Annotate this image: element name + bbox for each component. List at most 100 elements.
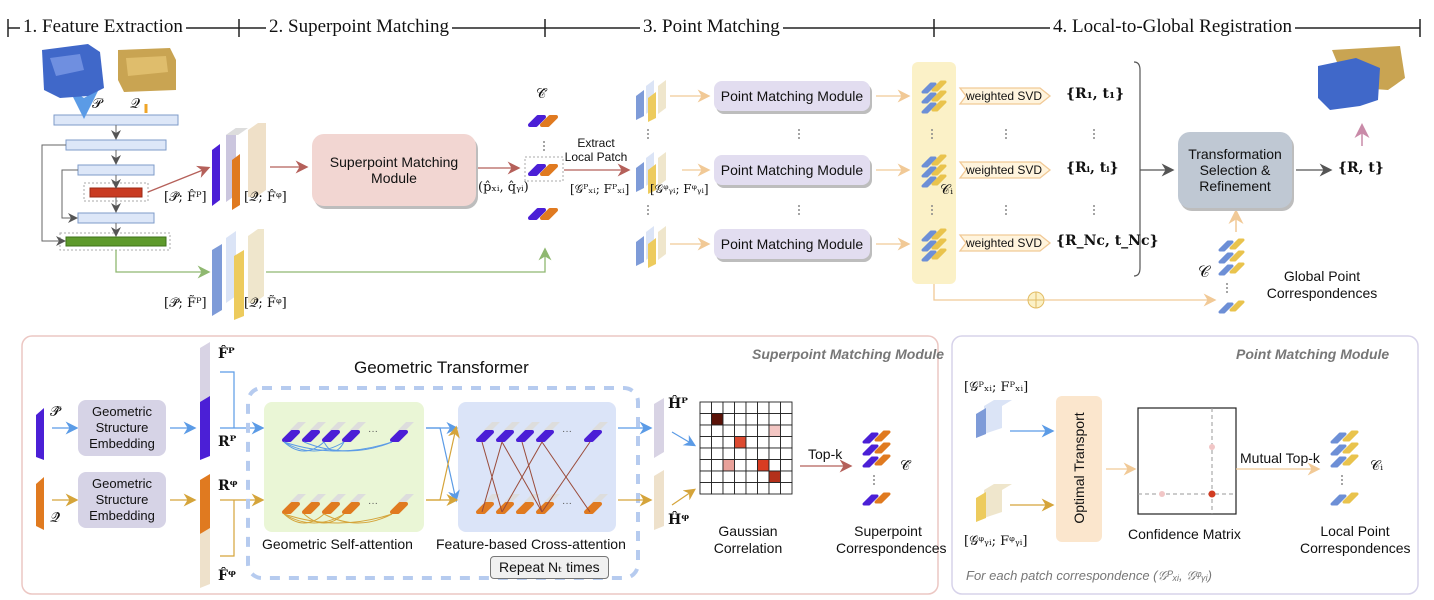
grid-cell <box>734 424 747 437</box>
grid-cell <box>745 482 758 495</box>
grid-cell <box>780 413 793 426</box>
grid-cell <box>711 401 724 414</box>
global-corr-symbol: 𝒞 <box>1198 262 1210 281</box>
svd-arrows <box>958 87 1052 252</box>
confidence-matrix <box>1137 407 1237 515</box>
token <box>390 494 414 514</box>
grid-cell <box>780 482 793 495</box>
grid-cell <box>722 413 735 426</box>
global-corr-label: Global Point Correspondences <box>1266 268 1378 301</box>
grid-cell <box>722 447 735 460</box>
fine-q-label: [𝒬̃; F̃ᵠ] <box>244 296 287 311</box>
gse-box-p: Geometric Structure Embedding <box>78 400 166 456</box>
grid-cell <box>768 482 781 495</box>
global-corr-stack <box>1218 238 1245 314</box>
svd-label-i: weighted SVD <box>966 163 1043 177</box>
grid-cell <box>722 482 735 495</box>
registered-point-cloud <box>1318 46 1405 110</box>
grid-cell <box>734 459 747 472</box>
token <box>476 422 500 442</box>
backbone <box>41 89 179 251</box>
token <box>282 422 306 442</box>
grid-cell <box>757 413 770 426</box>
stage-2-label: 2. Superpoint Matching <box>266 16 452 38</box>
svg-text:···: ··· <box>562 498 572 509</box>
grid-cell <box>734 401 747 414</box>
spm-topk-label: Top-k <box>808 446 843 462</box>
grid-cell <box>745 459 758 472</box>
grid-cell <box>711 470 724 483</box>
grid-cell <box>745 424 758 437</box>
grid-cell <box>734 436 747 449</box>
grid-cell <box>711 447 724 460</box>
gse-label: Geometric Structure Embedding <box>89 404 155 451</box>
svg-text:···: ··· <box>368 426 378 437</box>
grid-cell <box>780 447 793 460</box>
bracket <box>1133 61 1141 277</box>
superpoint-matching-module-label: Superpoint Matching Module <box>329 154 459 186</box>
coarse-q-label: [𝒬̂; F̂ᵠ] <box>244 190 287 205</box>
grid-cell <box>745 413 758 426</box>
spm-panel-border <box>21 335 939 595</box>
fine-features <box>212 229 264 320</box>
grid-cell <box>768 447 781 460</box>
grid-cell <box>699 482 712 495</box>
pmm-in-q: [𝒢ᵠᵧᵢ; Fᵠᵧᵢ] <box>964 534 1028 549</box>
source-point-cloud <box>42 44 104 98</box>
grid-cell <box>757 447 770 460</box>
token <box>584 422 608 442</box>
token <box>282 494 306 514</box>
pmm-corr-symbol: 𝒞ᵢ <box>1370 458 1384 474</box>
grid-cell <box>768 424 781 437</box>
r-q: Rᵠ <box>218 478 238 494</box>
grid-cell <box>757 424 770 437</box>
grid-cell <box>722 436 735 449</box>
token <box>322 422 346 442</box>
grid-cell <box>780 459 793 472</box>
grid-cell <box>745 447 758 460</box>
grid-cell <box>757 401 770 414</box>
token <box>516 494 540 514</box>
coarse-features <box>212 123 266 210</box>
spm-panel-title: Superpoint Matching Module <box>752 346 945 362</box>
superpoint-corr-column <box>524 115 564 220</box>
grid-cell <box>768 401 781 414</box>
spm-corr-symbol: 𝒞̂ <box>900 458 911 474</box>
point-matching-module-i: Point Matching Module <box>714 155 870 185</box>
cross-attention-box <box>458 402 616 532</box>
transform-nc: {R_Nc, t_Nc} <box>1056 233 1159 249</box>
local-point-corr-stack <box>1330 430 1359 506</box>
grid-cell <box>780 424 793 437</box>
f-hat-q: F̂ᵠ <box>218 568 236 584</box>
stage-3-label: 3. Point Matching <box>640 16 783 38</box>
token <box>390 422 414 442</box>
superpoint-corr-set: 𝒞̂ <box>536 86 547 102</box>
gse-box-q: Geometric Structure Embedding <box>78 472 166 528</box>
f-hat-p: F̂ᴾ <box>218 346 235 362</box>
q-hat-label: 𝒬̂ <box>50 510 61 526</box>
point-matching-module-1: Point Matching Module <box>714 81 870 111</box>
grid-cell <box>722 470 735 483</box>
stage-4-label: 4. Local-to-Global Registration <box>1050 16 1296 38</box>
token <box>302 422 326 442</box>
grid-cell <box>780 470 793 483</box>
grid-cell <box>768 413 781 426</box>
p-hat-label: 𝒫̂ <box>50 404 61 420</box>
grid-cell <box>768 436 781 449</box>
extract-local-patch-label: Extract Local Patch <box>564 136 628 164</box>
local-point-corr-label: Local Point Correspondences <box>1300 523 1411 556</box>
optimal-transport-box <box>1056 396 1102 542</box>
superpoint-pair: (p̂ₓᵢ, q̂ᵧᵢ) <box>478 180 529 195</box>
token <box>322 494 346 514</box>
token <box>342 494 366 514</box>
r-p: Rᴾ <box>218 434 237 450</box>
attention-tokens: ············ <box>282 422 608 524</box>
pmm-in-p: [𝒢ᴾₓᵢ; Fᴾₓᵢ] <box>964 380 1029 395</box>
grid-cell <box>699 424 712 437</box>
transform-1: {R₁, t₁} <box>1066 86 1125 102</box>
local-corr-stacks <box>921 80 1095 262</box>
grid-cell <box>757 470 770 483</box>
token <box>496 422 520 442</box>
cross-attention-label: Feature-based Cross-attention <box>436 536 626 552</box>
source-label: 𝒫 <box>92 96 103 112</box>
